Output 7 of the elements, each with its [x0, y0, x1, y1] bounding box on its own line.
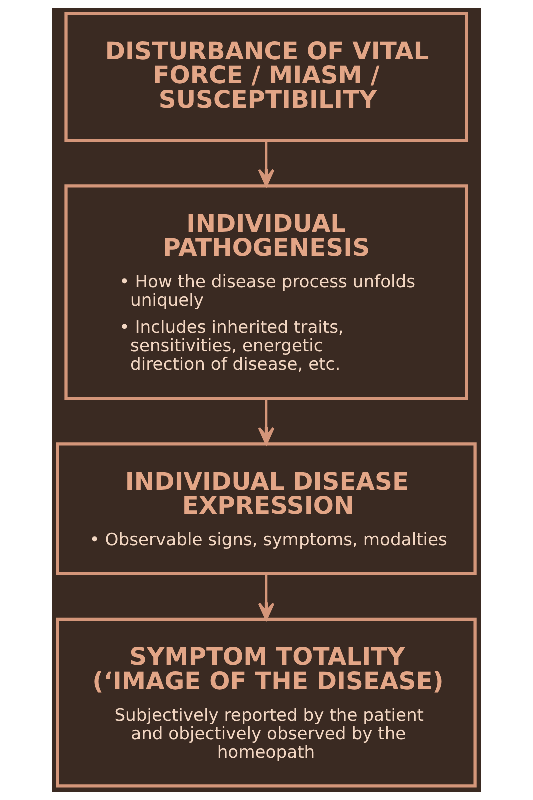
- arrow: [258, 398, 275, 446]
- arrow: [258, 141, 275, 187]
- node-box: SYMPTOM TOTALITY (‘IMAGE OF THE DISEASE) Subjectively reported by the patient and objectively observed by the homeopath: [56, 618, 477, 788]
- node-box: INDIVIDUAL PATHOGENESIS • How the disease process unfolds uniquely • Includes inherited traits, sensitivities, energetic direction of disease, etc.: [64, 184, 468, 400]
- node-box: INDIVIDUAL DISEASE EXPRESSION • Observable signs, symptoms, modalties: [56, 442, 477, 576]
- node-box: DISTURBANCE OF VITAL FORCE / MIASM / SUSCEPTIBILITY: [64, 12, 468, 142]
- arrow: [258, 574, 275, 621]
